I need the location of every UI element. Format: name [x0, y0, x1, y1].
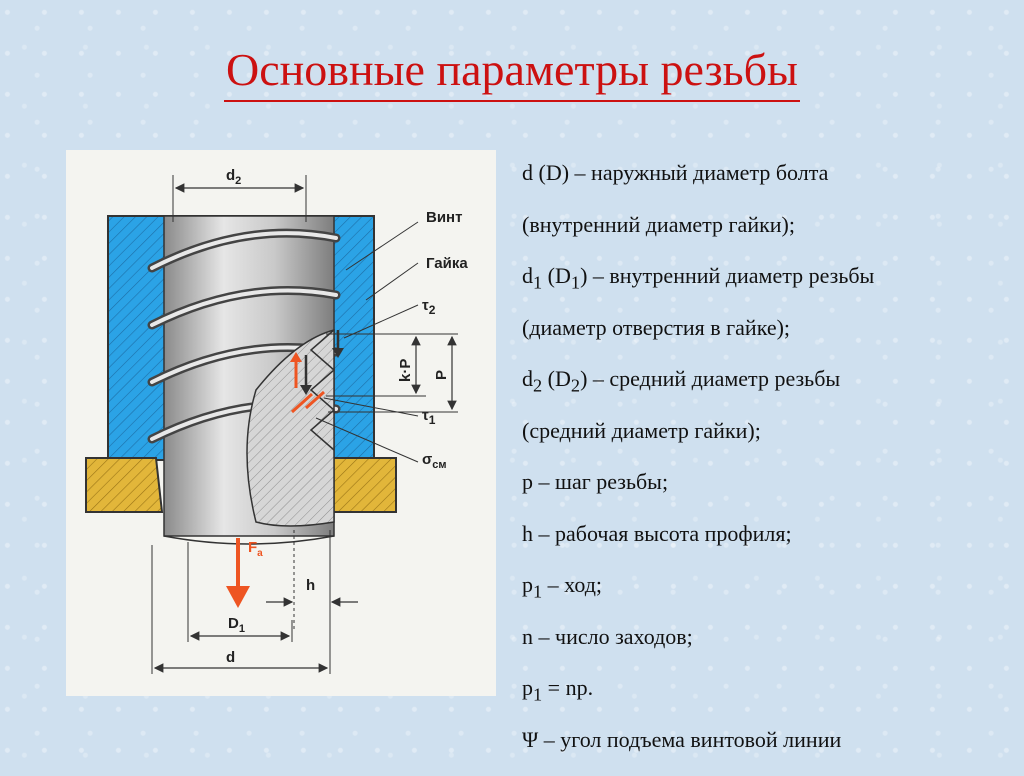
legend-line: n – число заходов; — [522, 622, 1022, 674]
legend-line: d (D) – наружный диаметр болта — [522, 158, 1022, 210]
screw — [152, 216, 336, 544]
legend-line: р1 – ход; — [522, 570, 1022, 622]
thread-diagram: d2 Винт Гайка τ2 τ1 σсм k·P P Fa — [66, 150, 496, 696]
legend-line: (диаметр отверстия в гайке); — [522, 313, 1022, 365]
legend-line: р1 = nр. — [522, 673, 1022, 725]
page-title-text: Основные параметры резьбы — [224, 42, 800, 102]
label-screw: Винт — [426, 209, 462, 226]
label-nut: Гайка — [426, 255, 468, 272]
label-D1: D1 — [228, 615, 245, 635]
label-d: d — [226, 649, 235, 666]
legend-line: d2 (D2) – средний диаметр резьбы — [522, 364, 1022, 416]
legend-line: (внутренний диаметр гайки); — [522, 210, 1022, 262]
axial-force-arrow — [226, 538, 250, 608]
label-tau2: τ2 — [422, 297, 436, 317]
label-tau1: τ1 — [422, 407, 436, 427]
label-kp: k·P — [397, 359, 414, 382]
dimension-d — [152, 545, 330, 674]
thread-diagram-svg: d2 Винт Гайка τ2 τ1 σсм k·P P Fa — [66, 150, 496, 696]
legend-line: Ψ – угол подъема винтовой линии — [522, 725, 1022, 776]
legend-line: d1 (D1) – внутренний диаметр резьбы — [522, 261, 1022, 313]
label-fa: Fa — [248, 539, 263, 559]
legend-line: р – шаг резьбы; — [522, 467, 1022, 519]
label-sigma: σсм — [422, 451, 447, 471]
label-h: h — [306, 577, 315, 594]
legend-line: (средний диаметр гайки); — [522, 416, 1022, 468]
label-d2: d2 — [226, 167, 241, 187]
page-title: Основные параметры резьбы — [0, 42, 1024, 102]
parameter-legend: d (D) – наружный диаметр болта (внутренн… — [522, 158, 1022, 776]
label-p: P — [433, 370, 450, 380]
legend-line: h – рабочая высота профиля; — [522, 519, 1022, 571]
